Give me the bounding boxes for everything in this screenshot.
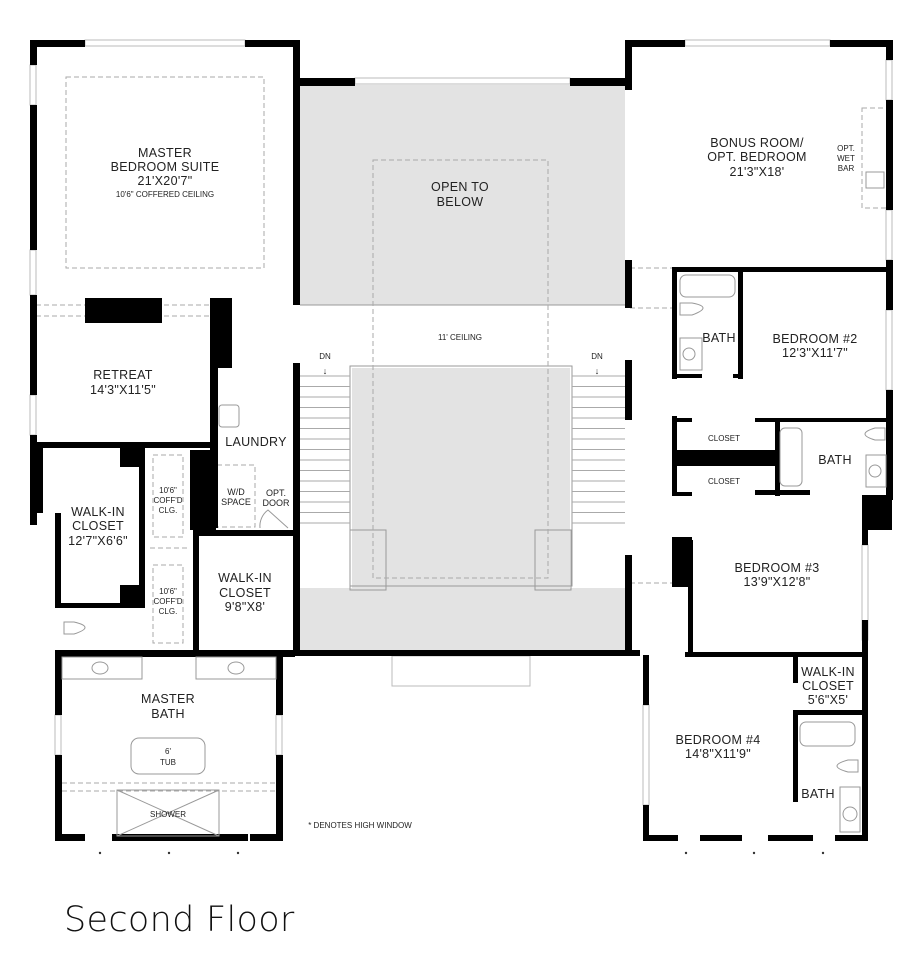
loft-ceiling-label: 11' CEILING (438, 333, 482, 342)
wd-space-label: W/D (227, 487, 245, 497)
opt-door-label-2: DOOR (263, 498, 291, 508)
coffered-ceiling-1-label-3: CLG. (159, 506, 178, 515)
tub-label: TUB (160, 758, 176, 767)
stairs-down-right-label: DN (591, 352, 603, 361)
high-window-markers (98, 851, 825, 855)
door-swing-icon (259, 509, 289, 529)
open-to-below-area (300, 85, 625, 305)
master-suite-label-2: BEDROOM SUITE (111, 160, 220, 174)
wic-2-size: 9'8"X8' (225, 600, 266, 614)
master-suite-size: 21'X20'7" (137, 174, 192, 188)
coffered-ceiling-2-label: 10'6" (159, 587, 177, 596)
master-wic-label: WALK-IN (71, 505, 125, 519)
toilet-icon (836, 759, 859, 773)
master-bath-label: MASTER (141, 692, 195, 706)
master-suite-label: MASTER (138, 146, 192, 160)
wic-bedroom4-size: 5'6"X5' (808, 693, 849, 707)
bathtub-icon (130, 737, 206, 775)
coffered-ceiling-2-label-3: CLG. (159, 607, 178, 616)
bath-bedroom2-label: BATH (702, 331, 736, 345)
bedroom4-label: BEDROOM #4 (676, 733, 761, 747)
bonus-room-size: 21'3"X18' (729, 165, 784, 179)
coffered-ceiling-1-label-2: COFF'D (153, 496, 182, 505)
bath-bedroom4-label: BATH (801, 787, 835, 801)
open-below-label: OPEN TO (431, 180, 489, 194)
coffered-ceiling-1-label: 10'6" (159, 486, 177, 495)
master-wic-label-2: CLOSET (72, 519, 124, 533)
floor-title: Second Floor (64, 900, 295, 940)
bedroom4-size: 14'8"X11'9" (685, 747, 751, 761)
stairs-right (572, 375, 625, 524)
master-bath-label-2: BATH (151, 707, 185, 721)
closet-b-label: CLOSET (708, 477, 740, 486)
fixtures (61, 171, 887, 837)
bedroom2-label: BEDROOM #2 (773, 332, 858, 346)
master-wic-size: 12'7"X6'6" (68, 534, 128, 548)
shower-label: SHOWER (150, 810, 186, 819)
opt-door-label: OPT. (266, 488, 286, 498)
stairs-down-left-label: DN (319, 352, 331, 361)
high-window-note: * DENOTES HIGH WINDOW (308, 821, 412, 830)
arrow-down-icon: ↓ (323, 366, 328, 376)
wet-bar-label-3: BAR (838, 164, 855, 173)
wet-bar-label: OPT. (837, 144, 855, 153)
bonus-room-label-2: OPT. BEDROOM (707, 150, 806, 164)
walls (30, 40, 893, 841)
toilet-icon (864, 427, 886, 441)
arrow-down-icon: ↓ (595, 366, 600, 376)
retreat-size: 14'3"X11'5" (90, 383, 156, 397)
coffered-ceiling-2-label-2: COFF'D (153, 597, 182, 606)
lower-open-area (300, 588, 625, 650)
sink-icon (218, 404, 240, 428)
master-suite-ceiling: 10'6" COFFERED CEILING (116, 190, 214, 199)
wic-2-label-2: CLOSET (219, 586, 271, 600)
retreat-label: RETREAT (93, 368, 153, 382)
wic-bedroom4-label-2: CLOSET (802, 679, 854, 693)
toilet-icon (63, 621, 86, 635)
open-below-label-2: BELOW (437, 195, 484, 209)
bath-middle-label: BATH (818, 453, 852, 467)
toilet-icon (679, 302, 704, 316)
wic-bedroom4-label: WALK-IN (801, 665, 855, 679)
bedroom3-label: BEDROOM #3 (735, 561, 820, 575)
stair-void-area (352, 368, 570, 588)
shower-icon (116, 789, 220, 837)
bedroom3-size: 13'9"X12'8" (744, 575, 811, 589)
wic-2-label: WALK-IN (218, 571, 272, 585)
wet-bar-label-2: WET (837, 154, 855, 163)
bonus-room-label: BONUS ROOM/ (710, 136, 804, 150)
stairs-left (300, 375, 350, 524)
laundry-label: LAUNDRY (225, 435, 287, 449)
wd-space-label-2: SPACE (221, 497, 251, 507)
tub-size-label: 6' (165, 747, 171, 756)
closet-a-label: CLOSET (708, 434, 740, 443)
bedroom2-size: 12'3"X11'7" (782, 346, 848, 360)
